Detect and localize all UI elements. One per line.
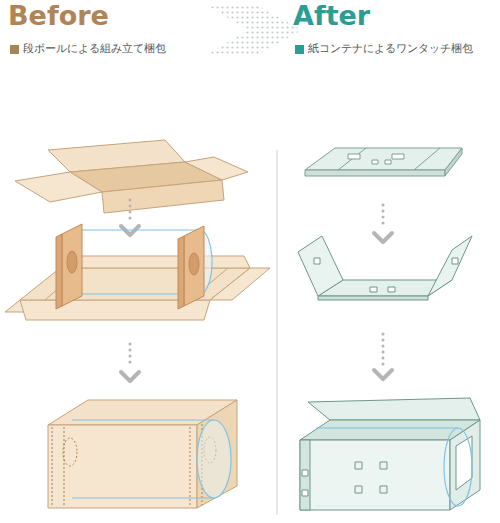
- perforation: [64, 427, 65, 506]
- carton-front: [102, 180, 224, 213]
- container-wall: [428, 236, 472, 296]
- container-lid: [308, 398, 480, 420]
- end-cushion: [62, 224, 82, 306]
- paper-container-sheet: [305, 148, 462, 170]
- transition-arrow: [205, 4, 302, 56]
- carton-side: [197, 400, 237, 508]
- end-cushion: [56, 234, 62, 309]
- cushion-hole: [189, 253, 199, 275]
- cutout: [302, 490, 308, 496]
- step-arrow: [129, 344, 132, 368]
- section-subtitle: 段ボールによる組み立て梱包: [23, 42, 166, 55]
- section-heading: Before: [8, 0, 109, 32]
- carton-front: [48, 425, 197, 508]
- cutout: [372, 160, 378, 164]
- step-arrow: [374, 233, 392, 242]
- cutout: [380, 462, 387, 469]
- cutout: [355, 486, 362, 493]
- sheet-edge: [305, 170, 445, 176]
- section-heading: After: [293, 0, 370, 32]
- step-arrow: [121, 372, 139, 381]
- cylinder-outline: [72, 420, 214, 498]
- fold-line: [338, 148, 366, 170]
- step-arrow: [382, 205, 385, 229]
- cutout: [385, 160, 391, 164]
- section-subtitle: 紙コンテナによるワンタッチ梱包: [308, 42, 473, 55]
- cutout: [392, 154, 404, 159]
- carton-flap: [15, 172, 102, 202]
- cutout: [388, 287, 395, 292]
- cylinder-end: [444, 428, 472, 506]
- container-front: [300, 440, 450, 510]
- end-cushion: [184, 226, 204, 306]
- cylinder-end: [197, 420, 231, 498]
- carton-flap: [60, 256, 250, 268]
- perforation: [52, 427, 53, 506]
- product-cylinder: [72, 420, 231, 498]
- bullet-square: [295, 45, 304, 54]
- cutout: [370, 287, 377, 292]
- container-wall: [298, 236, 343, 296]
- cutout: [355, 462, 362, 469]
- cutout: [348, 154, 360, 159]
- carton-flap: [185, 157, 248, 180]
- fold-line: [414, 148, 440, 170]
- step-arrow: [129, 200, 132, 222]
- cutout: [302, 470, 308, 476]
- container-end-panel: [300, 440, 310, 510]
- cutout: [380, 486, 387, 493]
- cutout: [452, 258, 458, 264]
- end-cushion: [178, 236, 184, 309]
- perforation: [190, 427, 191, 506]
- cushion-hole: [67, 251, 77, 273]
- sheet-edge: [318, 296, 428, 300]
- step-arrow: [374, 370, 392, 379]
- step-arrow: [382, 334, 385, 366]
- cutout: [314, 258, 320, 264]
- cushion-hole: [63, 438, 77, 466]
- carton-tab: [210, 268, 270, 300]
- sheet-edge: [445, 148, 462, 176]
- bullet-square: [10, 45, 19, 54]
- divider-line: [277, 150, 278, 515]
